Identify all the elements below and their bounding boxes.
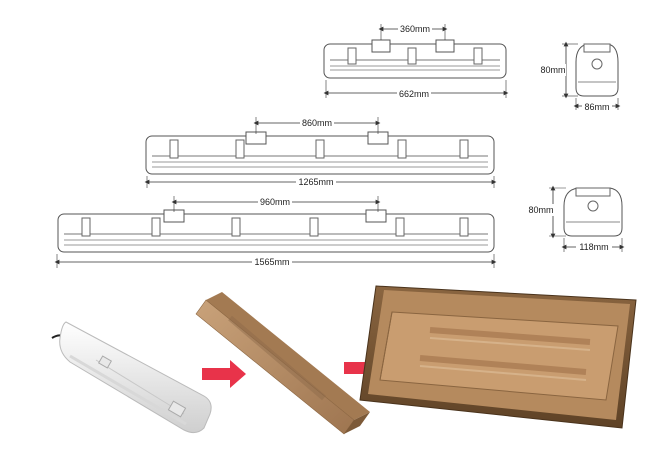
large-end-height-label: 80mm [528, 205, 553, 215]
large-end-width-label: 118mm [579, 242, 608, 252]
open-box-photo [359, 285, 637, 429]
fixture-product-photo [51, 321, 212, 434]
medium-length-label: 1265mm [298, 177, 333, 187]
flow-arrow-icon [202, 360, 246, 388]
end-view-small-drawing [575, 43, 619, 97]
medium-clip-spacing-label: 860mm [302, 118, 332, 128]
long-clip-spacing-label: 960mm [260, 197, 290, 207]
long-length-label: 1565mm [254, 257, 289, 267]
end-view-large-drawing [563, 187, 623, 237]
short-fixture-drawing [323, 39, 507, 79]
packing-box-photo [195, 292, 370, 435]
short-clip-spacing-label: 360mm [400, 24, 430, 34]
small-end-height-label: 80mm [540, 65, 565, 75]
short-length-label: 662mm [399, 89, 429, 99]
small-end-width-label: 86mm [584, 102, 609, 112]
medium-fixture-drawing [145, 131, 495, 175]
long-fixture-drawing [57, 209, 495, 253]
